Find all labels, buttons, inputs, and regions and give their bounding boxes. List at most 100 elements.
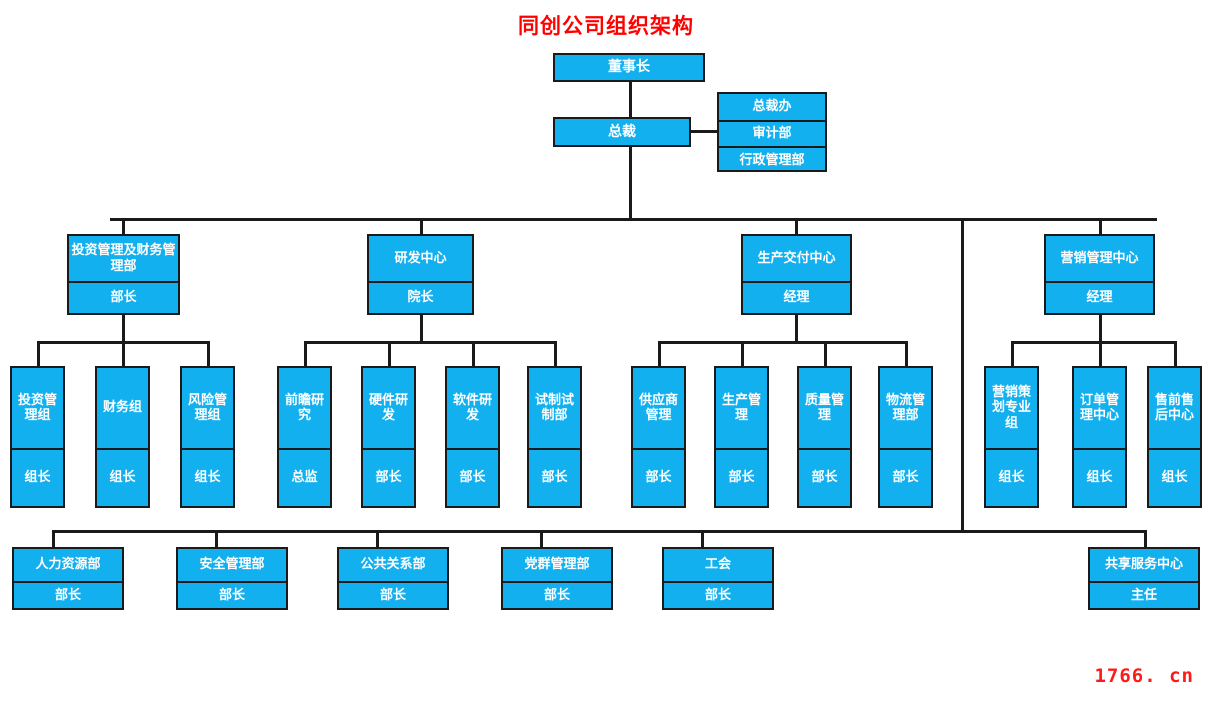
node-support-labor-union[interactable]: 工会 部长: [662, 547, 774, 610]
node-support-public-relations-role: 部长: [339, 581, 447, 608]
connector-support-drop-4: [540, 530, 543, 548]
connector-bus-to-support: [961, 218, 964, 532]
connector-president-bus: [629, 147, 632, 218]
connector-support-bus: [52, 530, 1147, 533]
connector-mkt-drop-3: [1174, 341, 1177, 367]
connector-mkt-drop-1: [1011, 341, 1014, 367]
node-team-presales-aftersales-label: 售前售后中心: [1154, 392, 1194, 423]
node-team-forward-research-label: 前瞻研究: [284, 392, 324, 423]
connector-prod-drop-4: [905, 341, 908, 367]
node-support-shared-service-role: 主任: [1090, 581, 1198, 608]
node-team-forward-research-role: 总监: [279, 448, 330, 506]
connector-drop-division-3: [795, 218, 798, 235]
node-support-safety[interactable]: 安全管理部 部长: [176, 547, 288, 610]
connector-rd-drop-3: [472, 341, 475, 367]
connector-rd-drop-4: [554, 341, 557, 367]
node-support-public-relations[interactable]: 公共关系部 部长: [337, 547, 449, 610]
node-support-labor-union-role: 部长: [664, 581, 772, 608]
connector-prod-drop-1: [658, 341, 661, 367]
node-team-hardware-rd[interactable]: 硬件研发 部长: [361, 366, 416, 508]
node-team-order-mgmt-label: 订单管理中心: [1079, 392, 1119, 423]
node-team-trial-production-label: 试制试制部: [534, 392, 574, 423]
connector-prod-bus: [658, 341, 908, 344]
node-team-risk-mgmt-label: 风险管理组: [187, 392, 227, 423]
node-team-marketing-planning[interactable]: 营销策划专业组 组长: [984, 366, 1039, 508]
node-division-finance-label: 投资管理及财务管理部: [71, 243, 176, 274]
node-support-public-relations-label: 公共关系部: [360, 557, 426, 573]
node-division-production-role: 经理: [743, 281, 850, 313]
page-title: 同创公司组织架构: [518, 14, 694, 38]
node-team-risk-mgmt-role: 组长: [182, 448, 233, 506]
connector-rd-bus: [304, 341, 557, 344]
node-support-safety-role: 部长: [178, 581, 286, 608]
node-staff-office-item-1: 总裁办: [752, 99, 792, 115]
connector-chairman-president: [629, 82, 632, 118]
node-team-supplier-mgmt[interactable]: 供应商管理 部长: [631, 366, 686, 508]
node-president[interactable]: 总裁: [553, 117, 691, 147]
connector-drop-division-4: [1099, 218, 1102, 235]
node-support-shared-service[interactable]: 共享服务中心 主任: [1088, 547, 1200, 610]
node-team-risk-mgmt[interactable]: 风险管理组 组长: [180, 366, 235, 508]
node-division-production[interactable]: 生产交付中心 经理: [741, 234, 852, 315]
node-chairman-label: 董事长: [608, 59, 650, 76]
node-chairman[interactable]: 董事长: [553, 53, 705, 82]
node-team-marketing-planning-label: 营销策划专业组: [991, 385, 1031, 431]
node-team-trial-production[interactable]: 试制试制部 部长: [527, 366, 582, 508]
node-division-finance-role: 部长: [69, 281, 178, 313]
node-division-marketing-label: 营销管理中心: [1060, 250, 1139, 266]
node-team-supplier-mgmt-role: 部长: [633, 448, 684, 506]
node-president-label: 总裁: [608, 123, 636, 140]
connector-finance-drop-1: [37, 341, 40, 367]
connector-support-drop-1: [52, 530, 55, 548]
node-team-hardware-rd-label: 硬件研发: [368, 392, 408, 423]
connector-president-staff: [690, 130, 719, 133]
connector-finance-stem: [122, 315, 125, 343]
node-team-software-rd-label: 软件研发: [452, 392, 492, 423]
node-team-investment-mgmt-label: 投资管理组: [17, 392, 57, 423]
watermark: 1766. cn: [1094, 665, 1194, 687]
node-division-marketing[interactable]: 营销管理中心 经理: [1044, 234, 1155, 315]
node-team-production-mgmt-role: 部长: [716, 448, 767, 506]
node-support-hr-label: 人力资源部: [35, 557, 101, 573]
node-support-safety-label: 安全管理部: [199, 557, 265, 573]
node-staff-office[interactable]: 总裁办 审计部 行政管理部: [717, 92, 827, 172]
node-team-software-rd[interactable]: 软件研发 部长: [445, 366, 500, 508]
node-team-logistics-mgmt[interactable]: 物流管理部 部长: [878, 366, 933, 508]
connector-mkt-bus: [1011, 341, 1177, 344]
node-team-trial-production-role: 部长: [529, 448, 580, 506]
node-team-logistics-mgmt-label: 物流管理部: [885, 392, 925, 423]
node-team-finance[interactable]: 财务组 组长: [95, 366, 150, 508]
node-support-hr-role: 部长: [14, 581, 122, 608]
node-division-production-label: 生产交付中心: [757, 250, 836, 266]
node-team-quality-mgmt[interactable]: 质量管理 部长: [797, 366, 852, 508]
node-support-shared-service-label: 共享服务中心: [1104, 557, 1183, 573]
node-team-quality-mgmt-label: 质量管理: [804, 392, 844, 423]
connector-drop-division-2: [420, 218, 423, 235]
connector-support-drop-3: [376, 530, 379, 548]
node-team-forward-research[interactable]: 前瞻研究 总监: [277, 366, 332, 508]
connector-support-drop-2: [215, 530, 218, 548]
node-support-party-mass-role: 部长: [503, 581, 611, 608]
node-team-marketing-planning-role: 组长: [986, 448, 1037, 506]
node-support-party-mass[interactable]: 党群管理部 部长: [501, 547, 613, 610]
node-division-finance[interactable]: 投资管理及财务管理部 部长: [67, 234, 180, 315]
node-division-rd[interactable]: 研发中心 院长: [367, 234, 474, 315]
connector-rd-stem: [420, 315, 423, 343]
node-team-presales-aftersales[interactable]: 售前售后中心 组长: [1147, 366, 1202, 508]
connector-prod-drop-3: [824, 341, 827, 367]
connector-rd-drop-1: [304, 341, 307, 367]
node-team-finance-label: 财务组: [102, 400, 142, 416]
node-support-hr[interactable]: 人力资源部 部长: [12, 547, 124, 610]
node-team-order-mgmt[interactable]: 订单管理中心 组长: [1072, 366, 1127, 508]
node-team-investment-mgmt[interactable]: 投资管理组 组长: [10, 366, 65, 508]
node-support-party-mass-label: 党群管理部: [524, 557, 590, 573]
node-team-logistics-mgmt-role: 部长: [880, 448, 931, 506]
connector-prod-stem: [795, 315, 798, 343]
node-team-order-mgmt-role: 组长: [1074, 448, 1125, 506]
node-team-investment-mgmt-role: 组长: [12, 448, 63, 506]
node-team-production-mgmt[interactable]: 生产管理 部长: [714, 366, 769, 508]
node-division-marketing-role: 经理: [1046, 281, 1153, 313]
connector-finance-drop-3: [207, 341, 210, 367]
node-division-rd-role: 院长: [369, 281, 472, 313]
